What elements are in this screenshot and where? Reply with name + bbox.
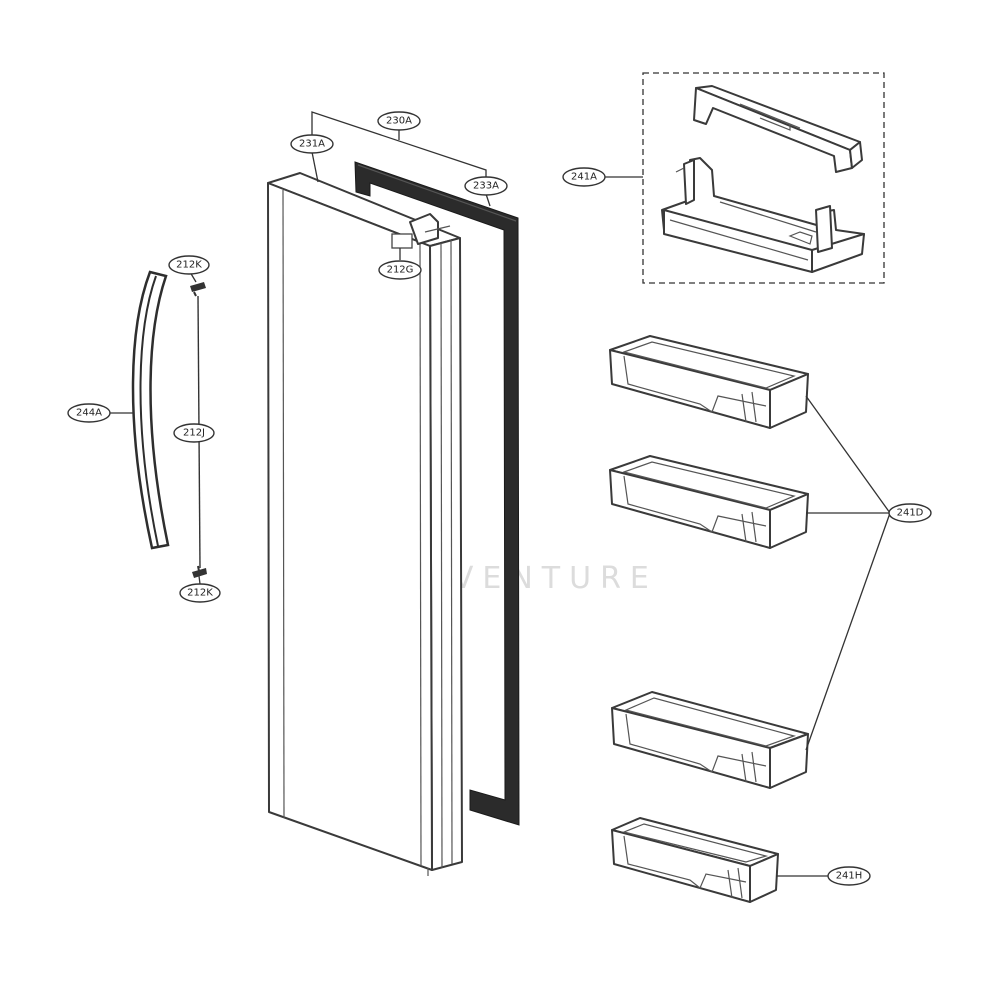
assembly-dashed-box [642, 72, 885, 284]
dairy-bin-base [661, 157, 865, 273]
callout-231A-text: 231A [299, 139, 325, 150]
callout-233A: 233A [464, 176, 508, 196]
dairy-bin-cover [693, 85, 863, 173]
callout-241H: 241H [827, 866, 871, 886]
callout-244A-text: 244A [76, 408, 102, 419]
door-gasket [354, 161, 520, 826]
callout-241D: 241D [888, 503, 932, 523]
callout-212K-bottom: 212K [179, 583, 221, 603]
label-plate [391, 233, 413, 249]
callout-231A: 231A [290, 134, 334, 154]
callout-212K-top-text: 212K [176, 260, 202, 271]
callout-241D-text: 241D [897, 508, 924, 519]
door-bin-2 [609, 455, 809, 549]
callout-212J-text: 212J [183, 428, 205, 439]
door-handle [131, 270, 170, 550]
callout-230A-text: 230A [386, 116, 412, 127]
callout-212G: 212G [378, 260, 422, 280]
callout-241H-text: 241H [836, 871, 863, 882]
callout-212K-top: 212K [168, 255, 210, 275]
door-bin-3 [611, 691, 809, 789]
door-bin-small [611, 817, 779, 903]
callout-212J: 212J [173, 423, 215, 443]
callout-212G-text: 212G [387, 265, 414, 276]
callout-241A: 241A [562, 167, 606, 187]
callout-212K-bottom-text: 212K [187, 588, 213, 599]
callout-244A: 244A [67, 403, 111, 423]
callout-241A-text: 241A [571, 172, 597, 183]
callout-230A: 230A [377, 111, 421, 131]
callout-233A-text: 233A [473, 181, 499, 192]
door-panel [267, 172, 463, 876]
door-bin-1 [609, 335, 809, 429]
